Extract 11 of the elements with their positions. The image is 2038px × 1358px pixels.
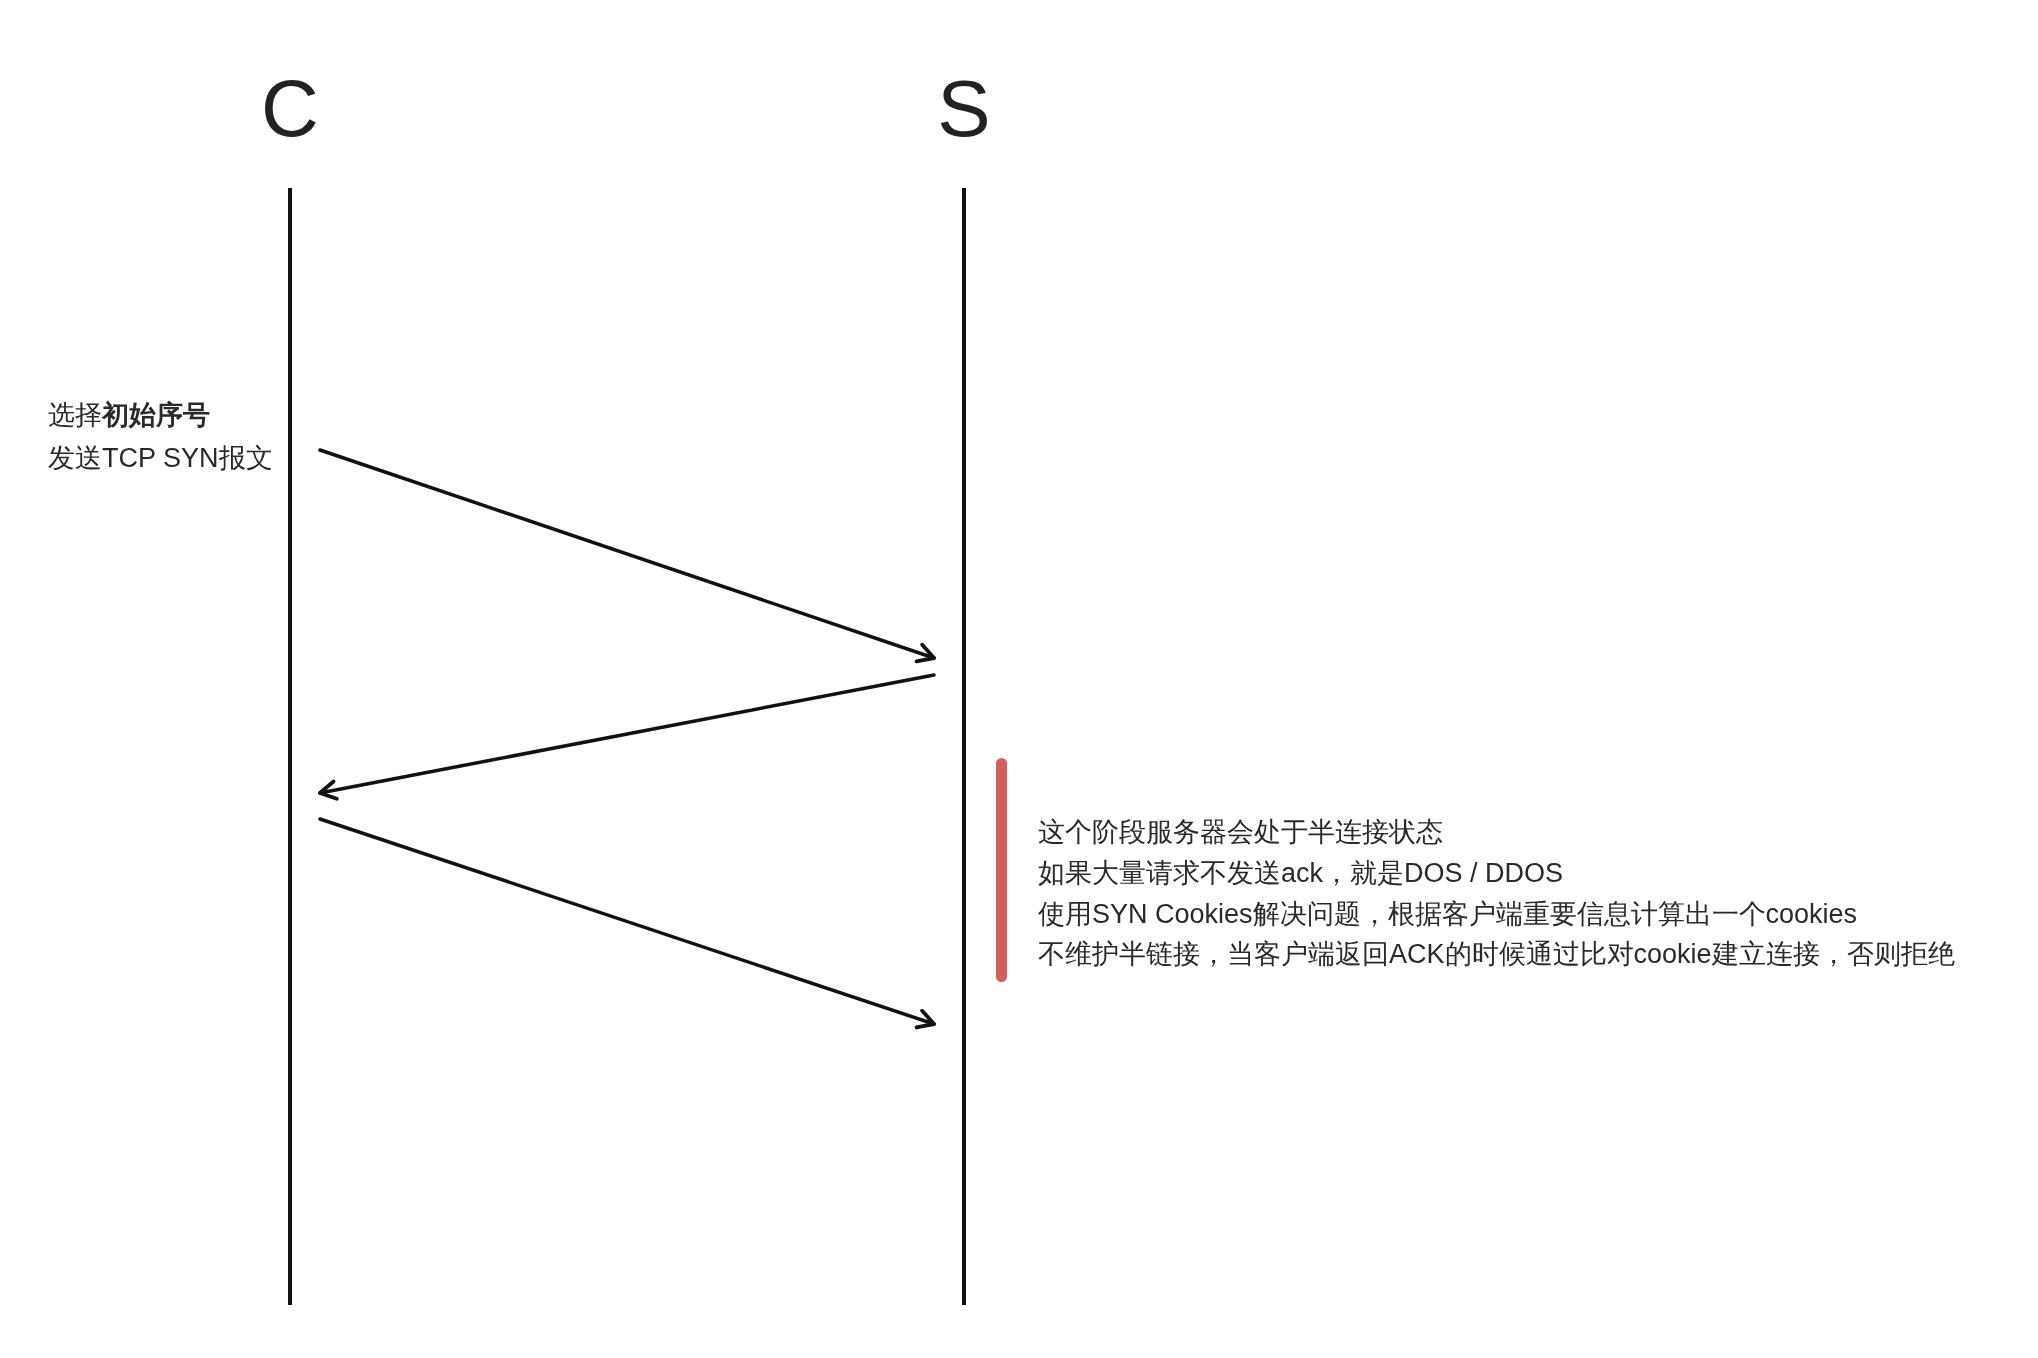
participant-label: C (260, 69, 320, 149)
message-arrow (318, 673, 936, 801)
annotation-text: 发送TCP SYN报文 (48, 442, 273, 475)
note-text: 这个阶段服务器会处于半连接状态 (1038, 816, 1443, 849)
note-text: 不维护半链接，当客户端返回ACK的时候通过比对cookie建立连接，否则拒绝 (1038, 938, 1955, 971)
participant-label: S (936, 69, 992, 149)
annotation-text: 选择初始序号 (48, 399, 210, 432)
note-text: 如果大量请求不发送ack，就是DOS / DDOS (1038, 857, 1564, 890)
message-arrow (318, 448, 936, 664)
note-text: 使用SYN Cookies解决问题，根据客户端重要信息计算出一个cookies (1038, 898, 1858, 931)
message-arrow (318, 817, 936, 1030)
